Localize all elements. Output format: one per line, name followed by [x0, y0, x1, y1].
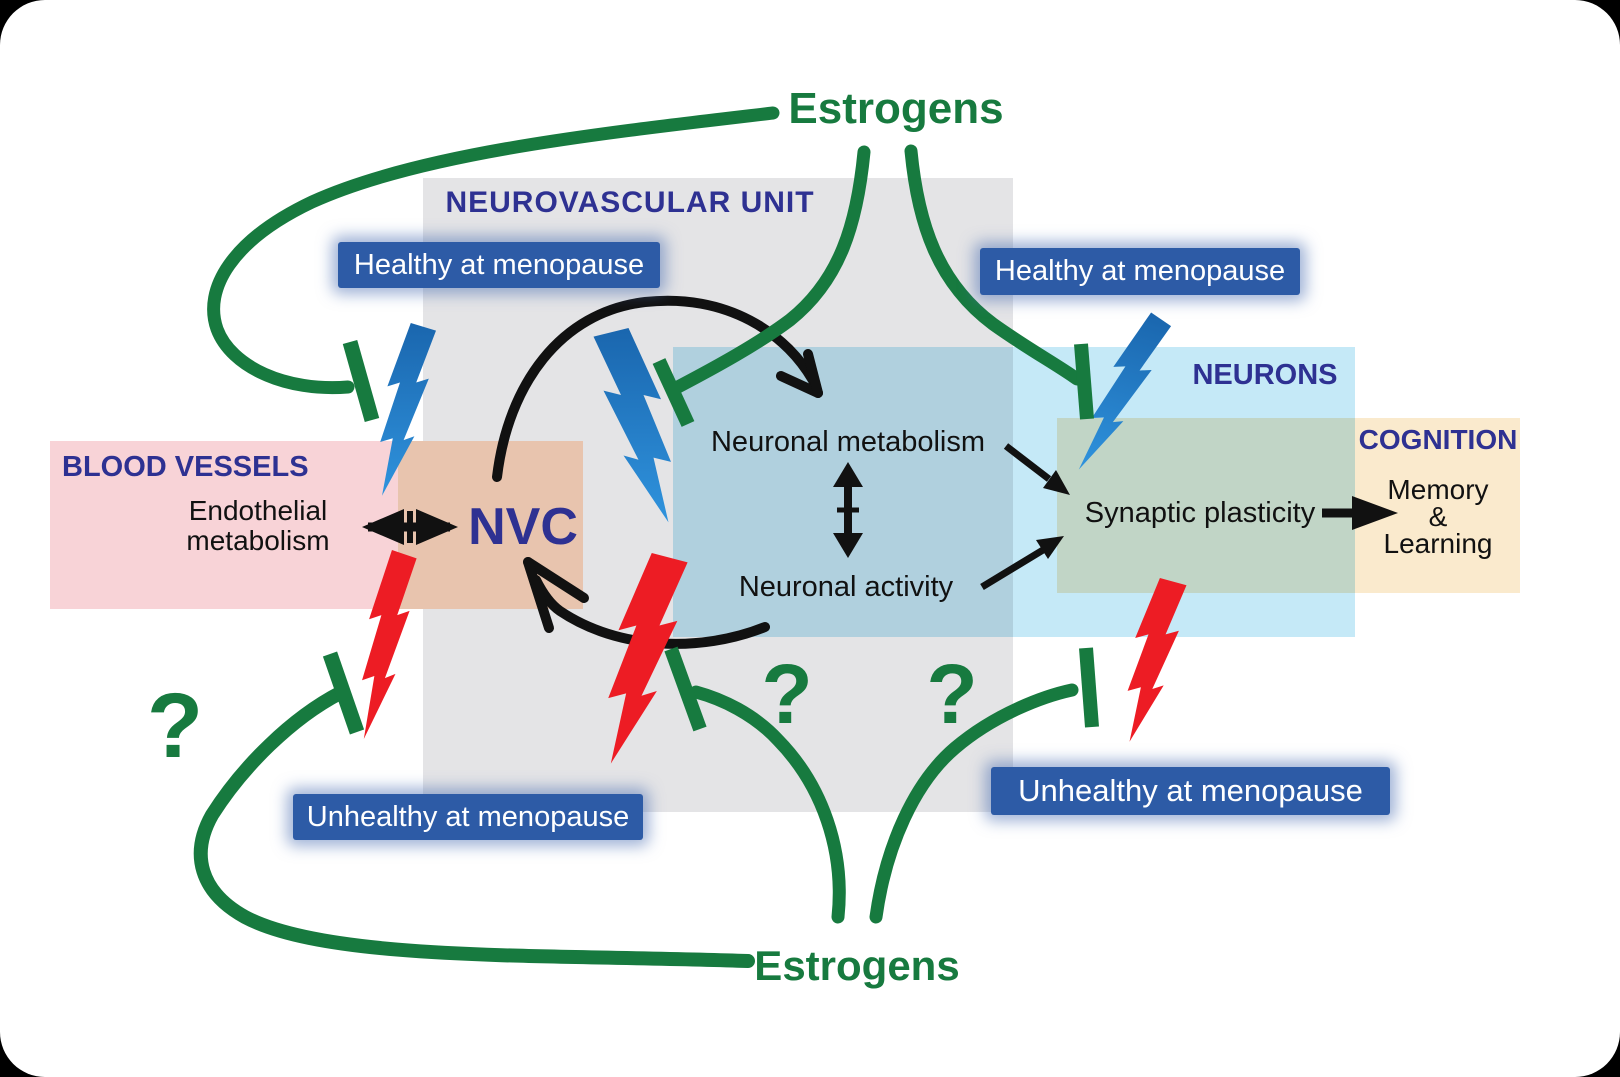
blood-vessels-label: BLOOD VESSELS: [62, 451, 309, 483]
endothelial-metabolism-label: Endothelial metabolism: [186, 496, 329, 556]
lightning-bolt-blue-center-icon: [593, 328, 671, 523]
estrogen-bottom-center-inhibition: [664, 646, 846, 924]
metabolism-activity-double-arrow: [833, 462, 863, 558]
neuronal-metabolism-label: Neuronal metabolism: [710, 426, 986, 458]
memory-learning-label: Memory & Learning: [1383, 474, 1493, 559]
estrogens-bottom-label: Estrogens: [754, 942, 960, 989]
badge-healthy-left: Healthy at menopause: [338, 242, 660, 288]
lightning-bolt-blue-left-icon: [380, 323, 436, 496]
nvc-metabolism-arc: [492, 295, 823, 482]
activity-synaptic-arrow: [980, 536, 1064, 590]
badge-unhealthy-left: Unhealthy at menopause: [293, 794, 643, 840]
metabolism-synaptic-arrow: [1003, 443, 1070, 495]
neurons-label: NEURONS: [1192, 359, 1338, 391]
inhibition-bar-icon: [664, 646, 707, 732]
question-mark-center-right: ?: [926, 647, 978, 741]
arc-arrowhead-icon: [776, 371, 823, 398]
inhibition-bar-icon: [1079, 647, 1099, 728]
activity-nvc-arc: [523, 557, 770, 649]
memory-line2: &: [1428, 501, 1448, 532]
lightning-bolt-red-left-icon: [362, 550, 417, 739]
inhibition-bar-icon: [1074, 343, 1094, 420]
inhibition-bar-icon: [322, 651, 365, 735]
estrogens-top-label: Estrogens: [788, 84, 1004, 133]
inhibition-bar-icon: [342, 339, 380, 423]
inhibition-bar-icon: [652, 358, 695, 427]
arc-arrowhead-icon: [523, 557, 589, 603]
nvc-label: NVC: [468, 498, 578, 556]
estrogen-bottom-right-inhibition: [869, 647, 1099, 924]
endothelial-nvc-double-arrow: [362, 509, 458, 545]
badge-healthy-right-text: Healthy at menopause: [994, 255, 1286, 287]
endothelial-line2: metabolism: [186, 525, 330, 556]
badge-healthy-right: Healthy at menopause: [980, 248, 1300, 295]
synaptic-memory-arrow: [1322, 496, 1398, 530]
question-mark-center-left: ?: [761, 647, 813, 741]
neurovascular-unit-label: NEUROVASCULAR UNIT: [445, 186, 815, 219]
synaptic-plasticity-label: Synaptic plasticity: [1084, 497, 1316, 529]
badge-unhealthy-right: Unhealthy at menopause: [991, 767, 1390, 815]
memory-line1: Memory: [1387, 474, 1489, 505]
neuronal-activity-label: Neuronal activity: [738, 571, 954, 603]
endothelial-line1: Endothelial: [188, 495, 328, 526]
estrogen-top-left-inhibition: [207, 106, 780, 423]
estrogen-top-right-inhibition: [904, 144, 1094, 420]
estrogen-bottom-left-inhibition: [193, 651, 755, 968]
lightning-bolt-red-right-icon: [1127, 578, 1187, 742]
estrogen-top-center-inhibition: [652, 145, 871, 427]
cognition-box: [1057, 418, 1520, 593]
badge-unhealthy-right-text: Unhealthy at menopause: [1018, 773, 1363, 808]
blood-vessels-box: [50, 441, 398, 609]
question-mark-left: ?: [146, 675, 204, 777]
badge-healthy-left-text: Healthy at menopause: [353, 248, 645, 281]
memory-line3: Learning: [1383, 528, 1493, 559]
badge-unhealthy-left-text: Unhealthy at menopause: [306, 800, 630, 833]
cognition-label: COGNITION: [1358, 424, 1518, 455]
